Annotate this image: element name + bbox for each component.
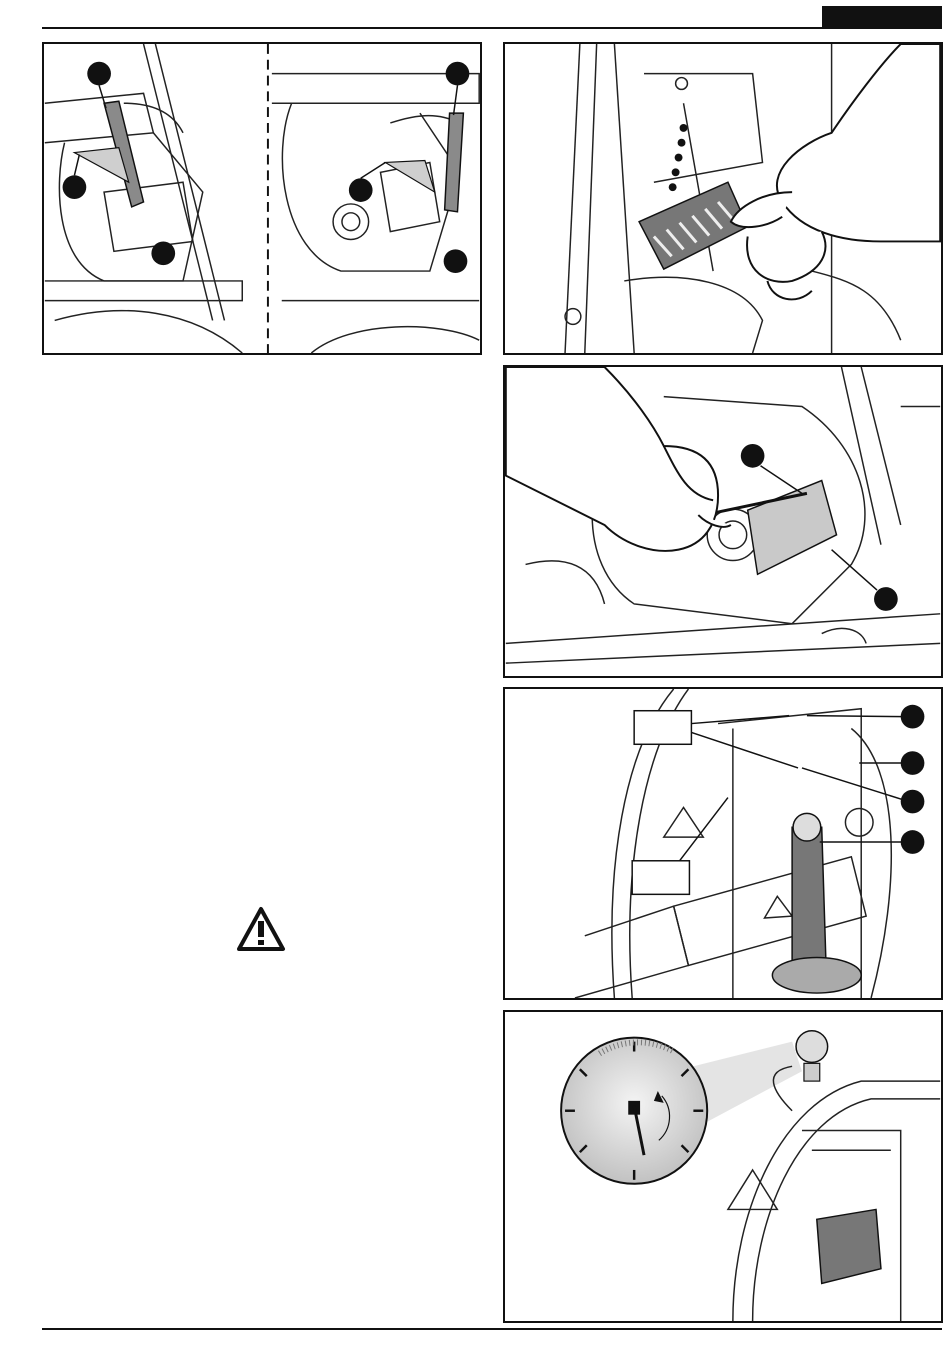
header-tab <box>822 6 942 28</box>
scale-lever-illustration <box>44 44 480 353</box>
figure-hand-wrench <box>503 365 943 678</box>
warning-triangle-icon <box>236 906 286 952</box>
label-box-bottom <box>632 861 689 895</box>
figure-hand-tray <box>503 42 943 355</box>
callout-dot-icon <box>741 444 765 468</box>
figure-pressure-gauge <box>503 1010 943 1323</box>
hand-wrench-illustration <box>505 367 941 676</box>
belt-adjust-illustration <box>505 689 941 998</box>
hand-tray-illustration <box>505 44 941 353</box>
figure-belt-adjust <box>503 687 943 1000</box>
pressure-gauge-illustration <box>505 1012 941 1321</box>
label-box-top <box>634 711 691 745</box>
figure-scale-lever <box>42 42 482 355</box>
header-rule <box>42 27 942 29</box>
footer-rule <box>42 1328 942 1330</box>
